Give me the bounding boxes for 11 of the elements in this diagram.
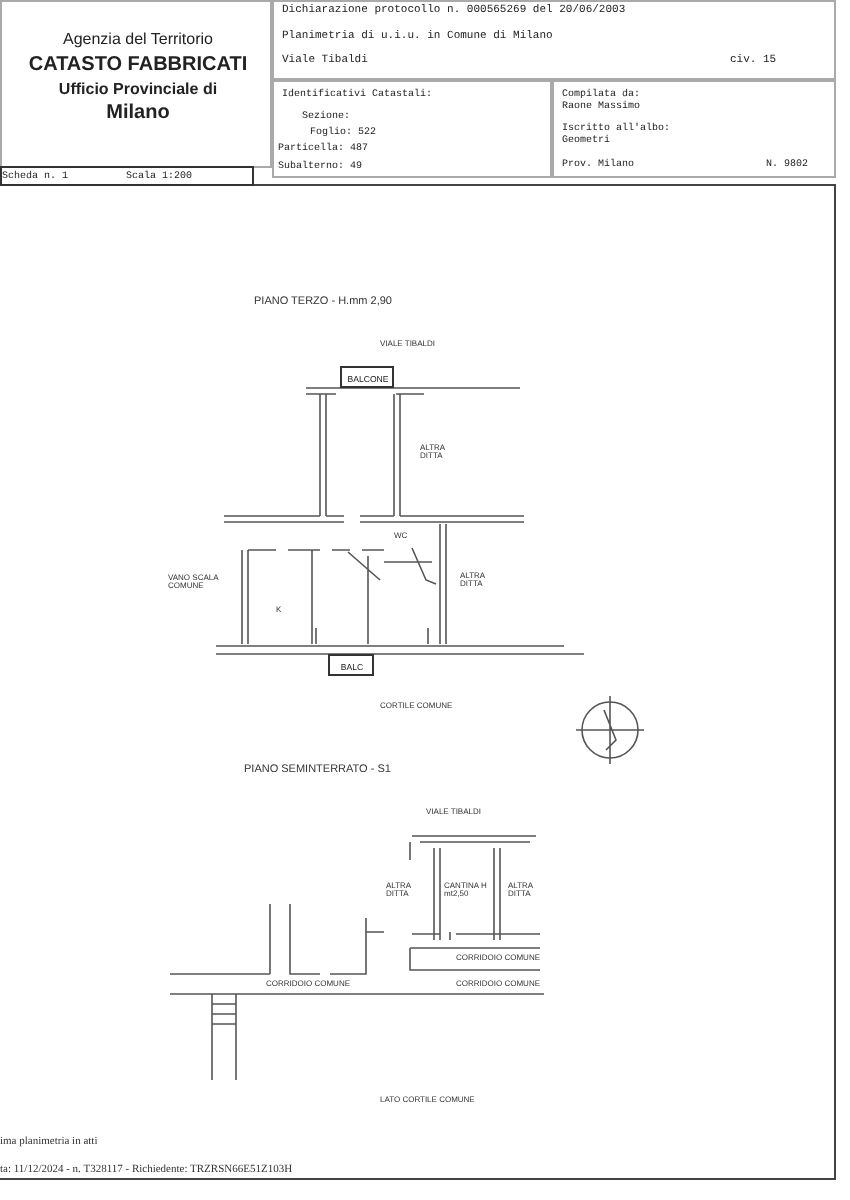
header-panel — [552, 80, 836, 178]
field-text: Milano — [106, 102, 170, 124]
field-text: Ufficio Provinciale di — [58, 80, 218, 98]
header-panel — [272, 80, 552, 178]
room-box — [328, 654, 374, 676]
field-text: CATASTO FABBRICATI — [28, 54, 248, 76]
header-panel — [0, 166, 254, 186]
field-text: Agenzia del Territorio — [63, 30, 213, 48]
header-panel — [272, 0, 836, 80]
header-panel — [0, 0, 272, 168]
room-box — [340, 366, 394, 388]
